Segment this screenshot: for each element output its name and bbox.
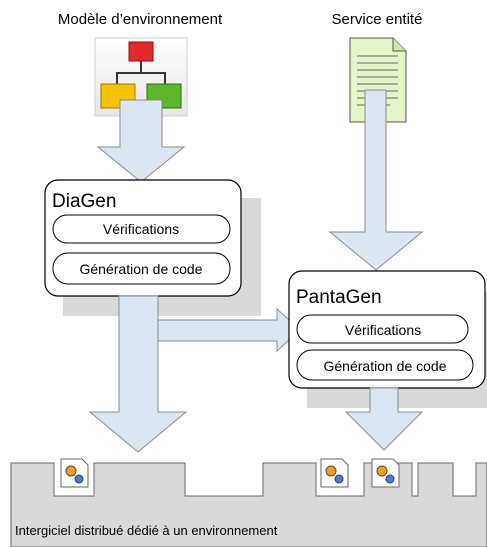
arrow-service-to-pantagen [328, 89, 424, 271]
pantagen-title: PantaGen [296, 287, 382, 308]
hierarchy-diagram-icon [94, 37, 188, 117]
middleware-layer [10, 462, 487, 547]
pantagen-box: PantaGen Vérifications Génération de cod… [288, 270, 486, 389]
pantagen-code-generation: Génération de code [324, 358, 447, 374]
entity-service-label: Service entité [332, 11, 423, 28]
arrow-model-to-diagen [96, 99, 186, 183]
pantagen-verifications: Vérifications [345, 322, 421, 338]
diagen-box: DiaGen Vérifications Génération de code [44, 179, 242, 297]
arrow-diagen-to-middleware [88, 295, 188, 453]
arrow-pantagen-to-middleware [344, 387, 424, 451]
gear-component-icon [320, 458, 349, 488]
diagen-code-generation: Génération de code [80, 261, 203, 277]
diagen-verifications: Vérifications [103, 221, 179, 237]
environment-model-label: Modèle d’environnement [58, 11, 223, 28]
document-icon [349, 37, 407, 123]
middleware-label: Intergiciel distribué dédié à un environ… [15, 523, 278, 538]
gear-component-icon [371, 458, 400, 488]
diagen-title: DiaGen [52, 191, 116, 212]
gear-component-icon [60, 458, 89, 488]
